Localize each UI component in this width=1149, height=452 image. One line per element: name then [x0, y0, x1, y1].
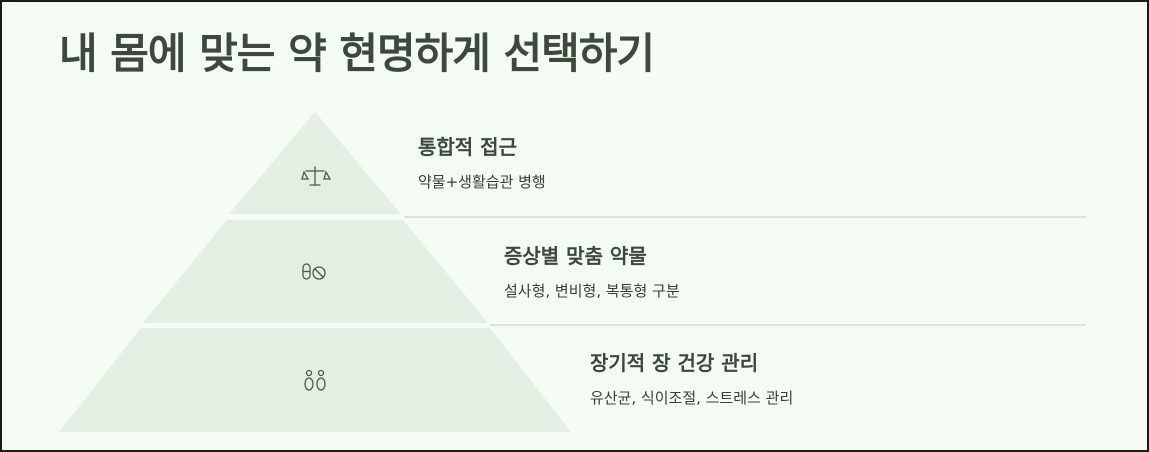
tier-2-title: 증상별 맞춤 약물 — [504, 244, 647, 268]
tier-3-description: 유산균, 식이조절, 스트레스 관리 — [590, 389, 794, 407]
pyramid-tier-middle — [143, 220, 488, 323]
page-title: 내 몸에 맞는 약 현명하게 선택하기 — [59, 29, 655, 78]
pills-icon — [302, 263, 326, 280]
bacteria-icon — [304, 369, 326, 391]
tier-3-title: 장기적 장 건강 관리 — [590, 351, 759, 375]
balance-scale-icon — [301, 166, 332, 186]
tier-1-description: 약물+생활습관 병행 — [418, 173, 546, 191]
pyramid-tier-top — [229, 112, 401, 214]
pyramid-tier-bottom — [59, 328, 571, 432]
tier-2-description: 설사형, 변비형, 복통형 구분 — [504, 282, 680, 300]
tier-1-title: 통합적 접근 — [418, 135, 517, 159]
